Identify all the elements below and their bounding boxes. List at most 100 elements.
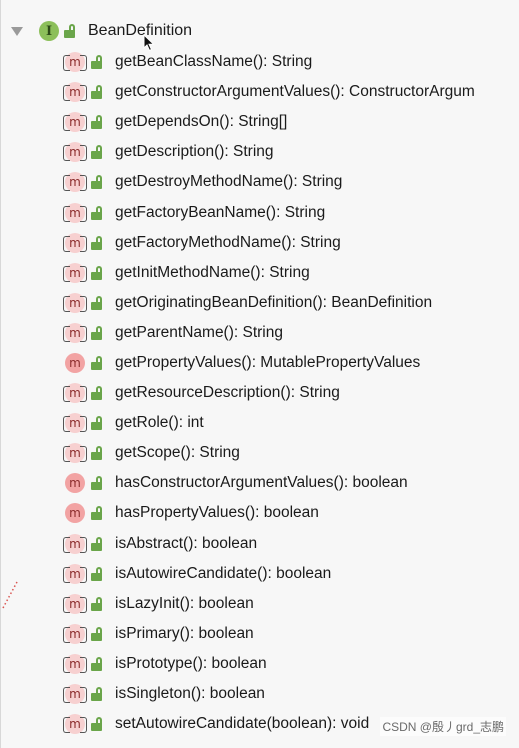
- method-label: getOriginatingBeanDefinition(): BeanDefi…: [115, 293, 433, 311]
- tree-item-method[interactable]: m getInitMethodName(): String: [63, 258, 475, 288]
- mouse-cursor-icon: [143, 34, 155, 52]
- tree-root-node[interactable]: I BeanDefinition: [11, 18, 192, 44]
- method-label: getFactoryBeanName(): String: [115, 203, 326, 221]
- tree-item-method[interactable]: m getParentName(): String: [63, 318, 475, 348]
- tree-item-method[interactable]: m getBeanClassName(): String: [63, 47, 475, 77]
- abstract-method-icon: m: [63, 593, 87, 614]
- tree-item-method[interactable]: m isAbstract(): boolean: [63, 529, 475, 559]
- method-label: getInitMethodName(): String: [115, 263, 310, 281]
- tree-item-method[interactable]: m getResourceDescription(): String: [63, 378, 475, 408]
- abstract-method-icon: m: [63, 82, 87, 103]
- tree-item-method[interactable]: m isPrimary(): boolean: [63, 619, 475, 649]
- method-label: getDestroyMethodName(): String: [115, 173, 343, 191]
- abstract-method-icon: m: [63, 172, 87, 193]
- tree-item-method[interactable]: m getDescription(): String: [63, 137, 475, 167]
- public-lock-icon: [64, 24, 76, 38]
- method-icon: m: [65, 473, 85, 494]
- public-lock-icon: [91, 596, 103, 611]
- method-label: isAutowireCandidate(): boolean: [115, 564, 332, 582]
- public-lock-icon: [91, 446, 103, 461]
- tree-item-method[interactable]: m hasPropertyValues(): boolean: [65, 498, 475, 528]
- abstract-method-icon: m: [63, 623, 87, 644]
- method-label: hasPropertyValues(): boolean: [115, 504, 319, 522]
- method-label: getScope(): String: [115, 444, 240, 462]
- abstract-method-icon: m: [63, 413, 87, 434]
- abstract-method-icon: m: [63, 262, 87, 283]
- abstract-method-icon: m: [63, 684, 87, 705]
- tree-item-method[interactable]: m getDependsOn(): String[]: [63, 107, 475, 137]
- abstract-method-icon: m: [63, 202, 87, 223]
- public-lock-icon: [91, 687, 103, 702]
- public-lock-icon: [91, 55, 103, 70]
- public-lock-icon: [91, 626, 103, 641]
- public-lock-icon: [91, 235, 103, 250]
- method-label: isSingleton(): boolean: [115, 685, 265, 703]
- abstract-method-icon: m: [63, 322, 87, 343]
- abstract-method-icon: m: [63, 292, 87, 313]
- public-lock-icon: [91, 476, 103, 491]
- expand-arrow-icon[interactable]: [11, 26, 23, 36]
- abstract-method-icon: m: [63, 653, 87, 674]
- method-icon: m: [65, 503, 85, 524]
- tree-item-method[interactable]: m isPrototype(): boolean: [63, 649, 475, 679]
- method-label: getDescription(): String: [115, 143, 274, 161]
- method-label: isPrototype(): boolean: [115, 654, 267, 672]
- method-label: isPrimary(): boolean: [115, 624, 254, 642]
- public-lock-icon: [91, 295, 103, 310]
- method-label: getFactoryMethodName(): String: [115, 233, 341, 251]
- public-lock-icon: [91, 656, 103, 671]
- method-label: getBeanClassName(): String: [115, 53, 313, 71]
- public-lock-icon: [91, 115, 103, 130]
- tree-item-method[interactable]: m getFactoryBeanName(): String: [63, 197, 475, 227]
- public-lock-icon: [91, 85, 103, 100]
- tree-item-method[interactable]: m isLazyInit(): boolean: [63, 589, 475, 619]
- public-lock-icon: [91, 355, 103, 370]
- abstract-method-icon: m: [63, 563, 87, 584]
- public-lock-icon: [91, 566, 103, 581]
- abstract-method-icon: m: [63, 443, 87, 464]
- watermark: CSDN @殷丿grd_志鹏: [380, 717, 506, 736]
- public-lock-icon: [91, 386, 103, 401]
- public-lock-icon: [91, 145, 103, 160]
- member-list: m getBeanClassName(): String m getConstruct…: [63, 47, 475, 739]
- tree-item-method[interactable]: m getOriginatingBeanDefinition(): BeanDef…: [63, 288, 475, 318]
- tree-item-method[interactable]: m getDestroyMethodName(): String: [63, 167, 475, 197]
- public-lock-icon: [91, 717, 103, 732]
- method-label: getRole(): int: [115, 414, 204, 432]
- tree-item-method[interactable]: m getScope(): String: [63, 438, 475, 468]
- method-label: getDependsOn(): String[]: [115, 113, 288, 131]
- abstract-method-icon: m: [63, 112, 87, 133]
- public-lock-icon: [91, 265, 103, 280]
- interface-icon: I: [39, 21, 59, 41]
- tree-item-method[interactable]: m getConstructorArgumentValues(): Constru…: [63, 77, 475, 107]
- root-label: BeanDefinition: [88, 22, 193, 39]
- tree-item-method[interactable]: m isSingleton(): boolean: [63, 679, 475, 709]
- method-label: isAbstract(): boolean: [115, 534, 258, 552]
- method-label: hasConstructorArgumentValues(): boolean: [115, 474, 408, 492]
- method-label: setAutowireCandidate(boolean): void: [115, 715, 370, 733]
- abstract-method-icon: m: [63, 533, 87, 554]
- tree-item-method[interactable]: m getFactoryMethodName(): String: [63, 228, 475, 258]
- tree-item-method[interactable]: m getRole(): int: [63, 408, 475, 438]
- abstract-method-icon: m: [63, 142, 87, 163]
- method-label: isLazyInit(): boolean: [115, 594, 254, 612]
- abstract-method-icon: m: [63, 232, 87, 253]
- public-lock-icon: [91, 205, 103, 220]
- decorative-dotted-line: [2, 581, 18, 609]
- public-lock-icon: [91, 325, 103, 340]
- method-label: getPropertyValues(): MutablePropertyValu…: [115, 353, 421, 371]
- tree-item-method[interactable]: m isAutowireCandidate(): boolean: [63, 559, 475, 589]
- method-label: getConstructorArgumentValues(): Construc…: [115, 83, 475, 101]
- tree-item-method[interactable]: m hasConstructorArgumentValues(): boolean: [65, 468, 475, 498]
- abstract-method-icon: m: [63, 383, 87, 404]
- abstract-method-icon: m: [63, 52, 87, 73]
- public-lock-icon: [91, 175, 103, 190]
- tree-item-method[interactable]: m setAutowireCandidate(boolean): void: [63, 709, 475, 739]
- method-label: getResourceDescription(): String: [115, 384, 340, 402]
- tree-item-method[interactable]: m getPropertyValues(): MutablePropertyVal…: [65, 348, 475, 378]
- abstract-method-icon: m: [63, 714, 87, 735]
- public-lock-icon: [91, 506, 103, 521]
- method-icon: m: [65, 352, 85, 373]
- method-label: getParentName(): String: [115, 323, 283, 341]
